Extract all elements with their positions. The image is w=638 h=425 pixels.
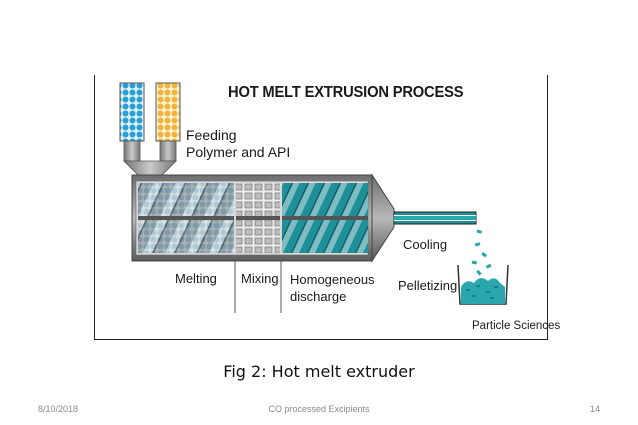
pelletizing-label: Pelletizing [398, 278, 458, 293]
api-hopper [155, 82, 181, 142]
stage-melting-label: Melting [175, 271, 217, 286]
cooling-strand [393, 211, 477, 225]
stage-homogeneous-line2: discharge [290, 289, 347, 304]
falling-pellets [471, 229, 492, 276]
footer-date: 8/10/2018 [38, 404, 79, 414]
diagram-title: HOT MELT EXTRUSION PROCESS [228, 84, 464, 101]
melting-screw [138, 183, 234, 253]
discharge-screw [282, 183, 368, 253]
feed-funnel [123, 140, 177, 178]
figure-caption: Fig 2: Hot melt extruder [223, 362, 415, 381]
feeding-label-line1: Feeding [186, 127, 237, 143]
feeding-label: Feeding Polymer and API [186, 127, 290, 161]
pellet-bin [457, 264, 509, 305]
mixing-blocks [236, 183, 280, 253]
die-cone [371, 173, 395, 263]
polymer-hopper [119, 82, 145, 142]
stage-dividers [234, 261, 282, 313]
source-credit: Particle Sciences [472, 320, 561, 332]
extrusion-diagram [119, 82, 509, 313]
stage-homogeneous-line1: Homogeneous [290, 272, 375, 287]
footer-page-number: 14 [589, 404, 600, 414]
stage-homogeneous-label: Homogeneous discharge [290, 271, 375, 305]
cooling-label: Cooling [403, 237, 448, 252]
feeding-label-line2: Polymer and API [186, 144, 291, 160]
stage-mixing-label: Mixing [241, 271, 279, 286]
footer-title: CO processed Excipients [268, 404, 370, 414]
